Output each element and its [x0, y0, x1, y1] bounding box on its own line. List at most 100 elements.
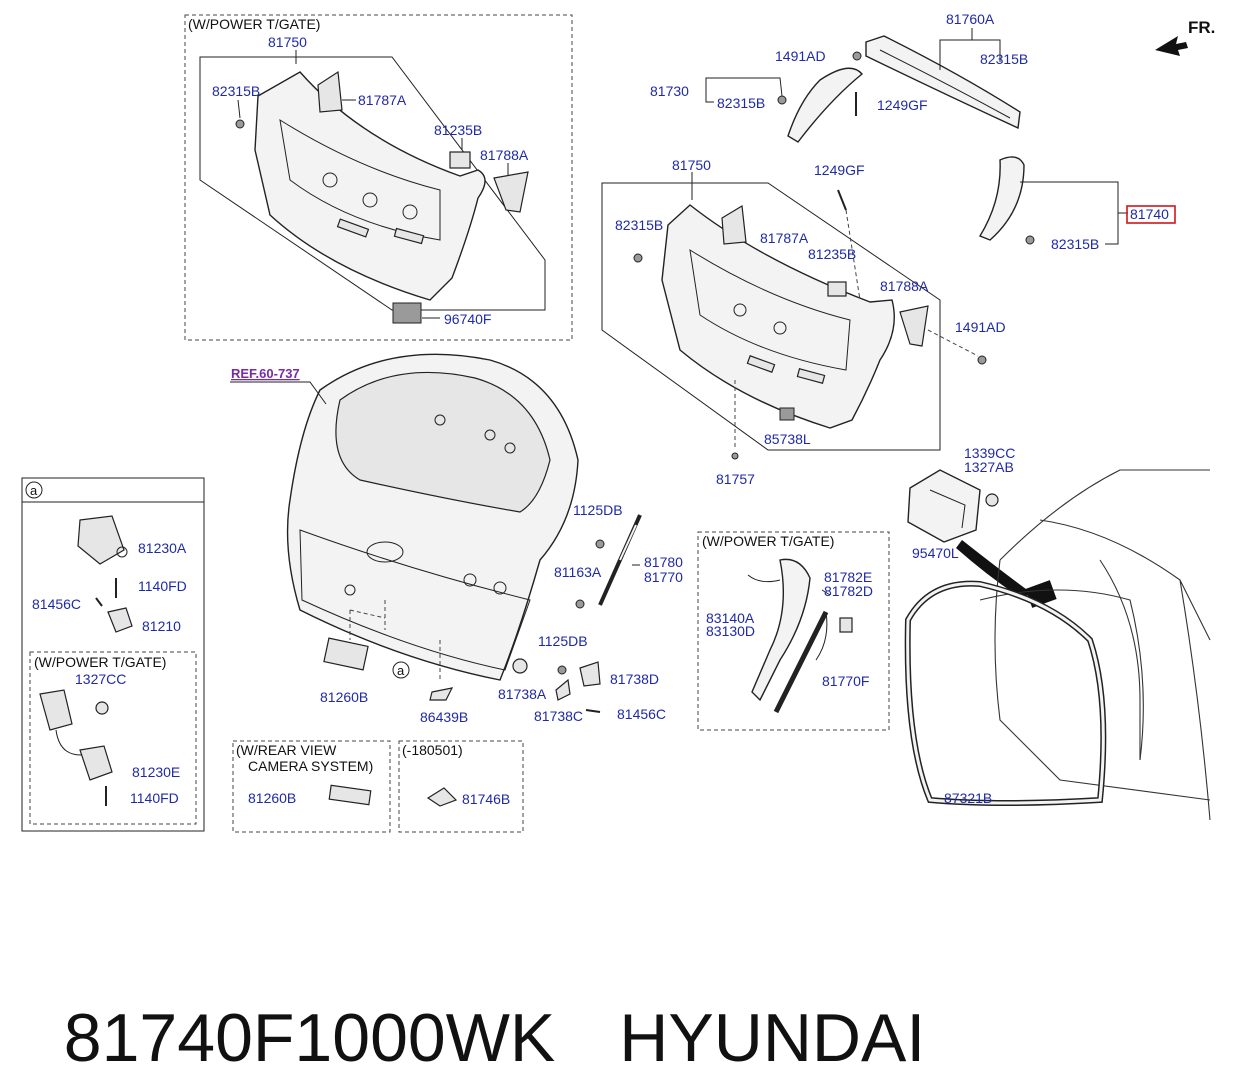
group-box	[184, 14, 573, 341]
group-date-range: (-180501) 81746B	[398, 740, 524, 833]
front-arrow-icon	[1155, 36, 1188, 56]
label: 81738A	[498, 686, 547, 702]
label: 81260B	[320, 689, 368, 705]
tailgate-opening	[979, 589, 1144, 761]
tailgate-lower-panel	[299, 529, 531, 671]
group-trim-panel-main: 81750 1249GF 82315B 81787A 81235B 81788A…	[601, 157, 1006, 487]
label: 95470L	[912, 545, 959, 561]
label: 81456C	[32, 596, 81, 612]
group-title: (W/POWER T/GATE)	[188, 16, 320, 32]
label: 81738D	[610, 671, 659, 687]
leader	[705, 90, 714, 103]
trim-slot	[336, 218, 370, 238]
weatherstrip-87321b-shape	[904, 580, 1107, 806]
trim-panel-inner	[689, 248, 851, 371]
label: 81235B	[808, 246, 856, 262]
outline-parallelogram	[601, 182, 941, 451]
stopper-81738d-shape	[579, 661, 601, 687]
label: 1491AD	[775, 48, 826, 64]
latch-81230e-shape	[79, 745, 113, 781]
switch-96740f-shape	[392, 302, 422, 324]
clip-icon	[852, 51, 862, 61]
label: 1339CC	[964, 445, 1015, 461]
group-box	[398, 740, 524, 833]
trim-hole	[733, 303, 747, 317]
pillar-trim-81740-shape	[978, 156, 1025, 241]
label: 81770	[644, 569, 683, 585]
label: 87321B	[944, 790, 992, 806]
cover-81787a-shape	[721, 205, 747, 245]
trim-slot	[393, 227, 425, 245]
label: 81760A	[946, 11, 995, 27]
group-title: (W/POWER T/GATE)	[34, 654, 166, 670]
bolt-1125db-icon	[557, 665, 567, 675]
label: 81746B	[462, 791, 510, 807]
trim-hole	[322, 172, 338, 188]
group-lift-struts: 1125DB 81780 81770 81163A 1125DB 81738D …	[534, 502, 683, 724]
nut-1327ab-icon	[985, 493, 999, 507]
label: 83140A	[706, 610, 755, 626]
dash-line	[845, 209, 861, 301]
dash-line	[349, 609, 386, 619]
front-direction-indicator: FR.	[1155, 18, 1215, 56]
label: 1327AB	[964, 459, 1014, 475]
group-box	[29, 651, 197, 825]
detail-a-label: a	[30, 483, 38, 498]
wiring-harness	[815, 611, 828, 661]
clip-81163a-icon	[575, 599, 585, 609]
mount-hole	[344, 584, 356, 596]
trim-slot	[796, 368, 826, 384]
front-label: FR.	[1188, 18, 1215, 37]
label: 81788A	[480, 147, 529, 163]
module-detail	[929, 489, 966, 529]
leader	[230, 381, 327, 405]
detail-box	[21, 477, 205, 832]
mount-hole	[504, 442, 516, 454]
label: 96740F	[444, 311, 491, 327]
label: 1491AD	[955, 319, 1006, 335]
label: 81757	[716, 471, 755, 487]
group-title-line1: (W/REAR VIEW	[236, 742, 337, 758]
label: 86439B	[420, 709, 468, 725]
trim-slot	[746, 355, 776, 373]
label: 81787A	[760, 230, 809, 246]
ref-link[interactable]: REF.60-737	[231, 366, 300, 381]
mount-hole	[493, 581, 507, 595]
group-power-tgate-top: (W/POWER T/GATE) 81750 82315B 81787A 812…	[184, 14, 573, 341]
group-box	[697, 531, 890, 731]
label: 81750	[268, 34, 307, 50]
leader	[821, 589, 831, 596]
bolt-1249gf-icon	[837, 189, 847, 211]
trim-hole	[362, 192, 378, 208]
trim-hole	[773, 321, 787, 335]
wiring-harness	[747, 574, 781, 583]
leader	[972, 39, 1001, 62]
bracket-81746b-shape	[426, 787, 458, 807]
latch-ring	[116, 546, 128, 558]
stopper-81738c-shape	[555, 678, 571, 701]
label: 85738L	[764, 431, 811, 447]
callout-a-circle	[392, 661, 410, 679]
label: 81730	[650, 83, 689, 99]
emblem-mount-icon	[366, 541, 404, 563]
weatherstrip-inner	[906, 582, 1105, 805]
label: 81163A	[554, 564, 602, 580]
label: 1140FD	[138, 578, 187, 594]
tailgate-assembly: REF.60-737 a 81260B 86439B 81738A	[230, 353, 579, 725]
trim-panel-inner	[279, 118, 441, 241]
latch-assembly-shape	[39, 689, 73, 731]
bolt-81456c-icon	[585, 709, 601, 713]
group-title-line2: CAMERA SYSTEM)	[248, 758, 373, 774]
label: 81750	[672, 157, 711, 173]
group-upper-trims: 81760A 1491AD 82315B 81730 82315B 1249GF…	[650, 11, 1176, 252]
cover-81788a-shape	[493, 171, 529, 213]
label: 1327CC	[75, 671, 126, 687]
label: 81787A	[358, 92, 407, 108]
trim-hole	[402, 204, 418, 220]
label: 82315B	[212, 83, 260, 99]
side-trim-81730-shape	[787, 67, 863, 143]
label: 81456C	[617, 706, 666, 722]
spoiler-trim-detail	[879, 49, 1011, 119]
power-strut-81770f-icon	[773, 610, 829, 714]
